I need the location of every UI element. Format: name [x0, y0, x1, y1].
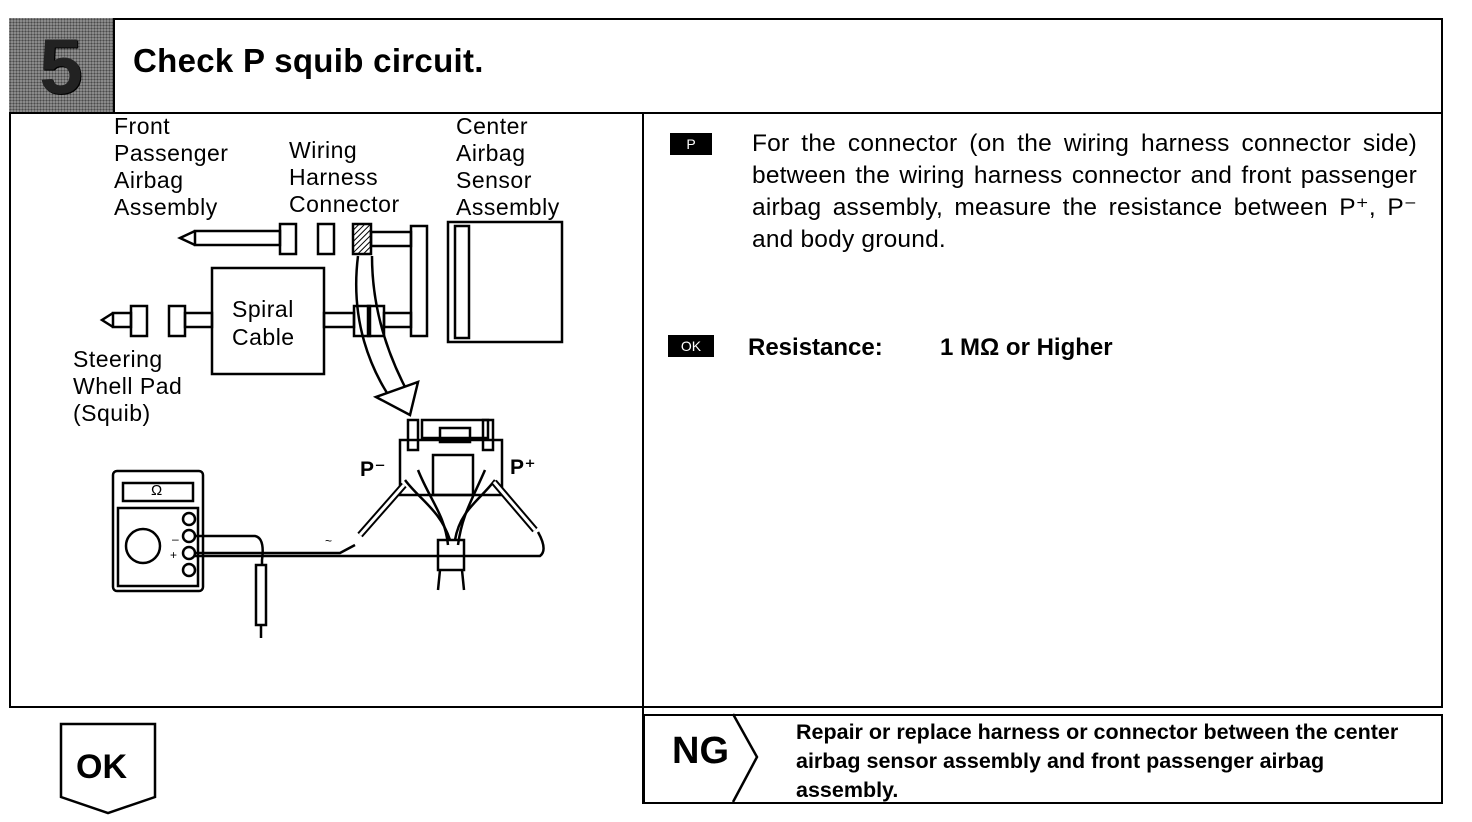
label-p-plus: P⁺ — [510, 456, 537, 479]
ng-divider-chevron — [731, 713, 759, 803]
center-airbag-sensor-box — [446, 220, 564, 344]
step-frame — [9, 18, 1443, 708]
ng-result-box — [643, 714, 1443, 804]
svg-text:+: + — [170, 548, 177, 562]
resistance-label: Resistance: — [748, 334, 883, 361]
harness-connector-half — [316, 222, 336, 256]
label-spiral-cable: Spiral Cable — [232, 296, 295, 350]
svg-text:~: ~ — [325, 534, 332, 548]
connector-detail — [398, 418, 504, 591]
header-divider — [9, 112, 1443, 114]
instruction-text: For the connector (on the wiring harness… — [752, 130, 1417, 253]
ok-result-arrow — [59, 722, 157, 815]
label-p-minus: P⁻ — [360, 458, 387, 481]
step-title: Check P squib circuit. — [133, 42, 484, 79]
procedure-tag: P — [670, 133, 712, 155]
ng-result-label: NG — [672, 730, 729, 772]
ng-action-text: Repair or replace harness or connector b… — [796, 720, 1399, 802]
label-center-airbag-sensor: Center Airbag Sensor Assembly — [456, 113, 560, 220]
label-steering-wheel-pad: Steering Whell Pad (Squib) — [73, 346, 183, 426]
front-passenger-airbag-connector — [177, 222, 298, 256]
svg-text:–: – — [172, 532, 179, 546]
resistance-value: 1 MΩ or Higher — [940, 334, 1113, 361]
ohmmeter-display-symbol: Ω — [151, 482, 163, 499]
step-number-badge: 5 — [9, 18, 115, 112]
ok-result-label: OK — [76, 748, 127, 786]
label-front-passenger-airbag: Front Passenger Airbag Assembly — [114, 113, 229, 220]
step-number: 5 — [39, 22, 83, 110]
label-wiring-harness-connector: Wiring Harness Connector — [289, 137, 400, 217]
ok-criteria-tag: OK — [668, 335, 714, 357]
panel-divider — [642, 112, 644, 804]
